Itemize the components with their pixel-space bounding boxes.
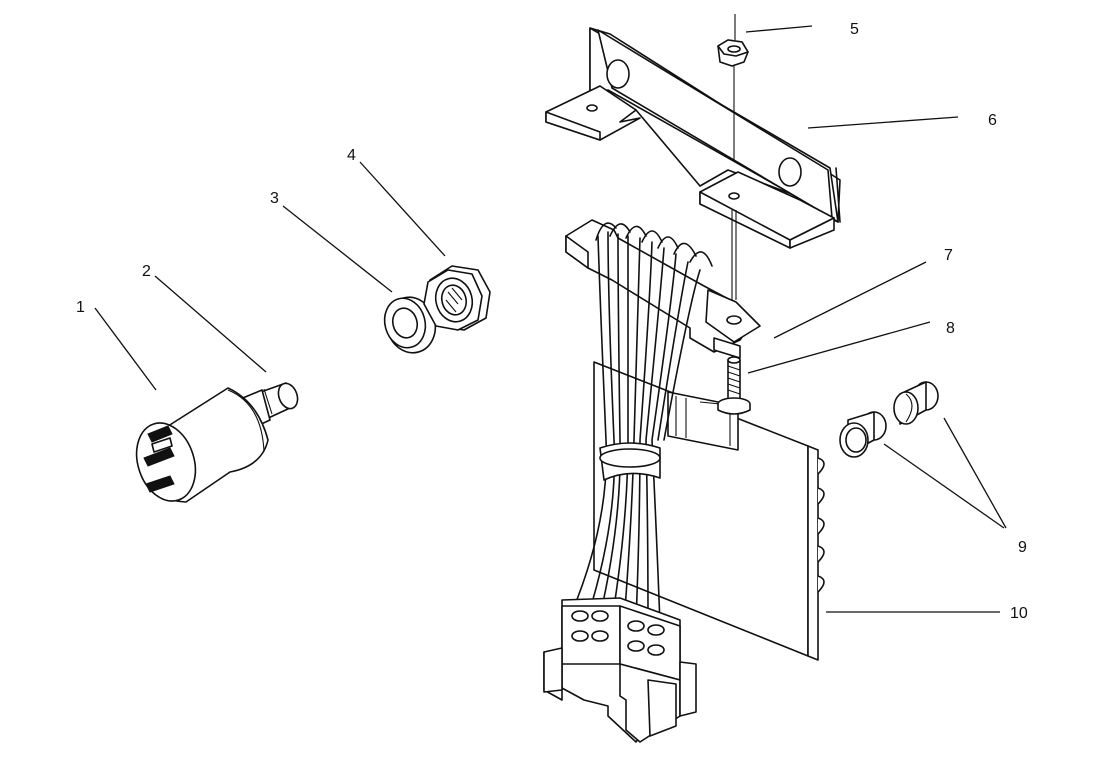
washer [383,296,437,354]
callout-number-10: 10 [1010,605,1028,622]
mounting-bracket [545,27,841,249]
callout-number-8: 8 [946,320,955,337]
leader-lines [94,25,1007,613]
hex-nut [423,265,491,331]
screw [717,356,751,415]
callout-number-5: 5 [850,21,859,38]
callout-number-9: 9 [1018,539,1027,556]
wire-harness [543,219,761,743]
callout-number-6: 6 [988,112,997,129]
led-lens-right [893,381,939,425]
callout-number-3: 3 [270,190,279,207]
callout-number-4: 4 [347,147,356,164]
small-nut [717,39,749,67]
callout-number-2: 2 [142,263,151,280]
led-lens-left [839,411,887,458]
switch-assembly [135,382,299,503]
callout-number-1: 1 [76,299,85,316]
callout-number-7: 7 [944,247,953,264]
